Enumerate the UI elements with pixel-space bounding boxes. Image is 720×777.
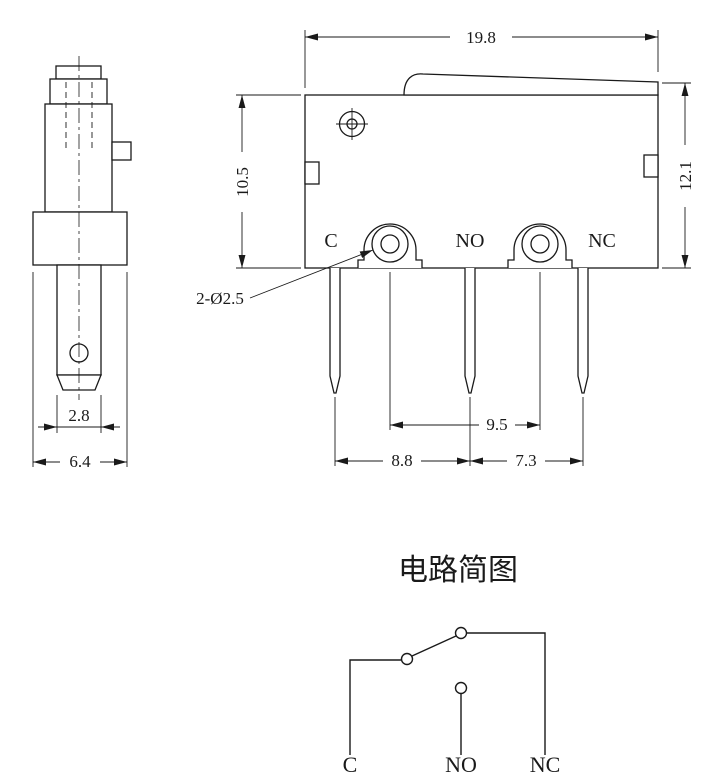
side-notch-right	[643, 154, 659, 178]
lever-arm	[403, 73, 659, 96]
circuit-label-c: C	[343, 752, 358, 777]
dimension-value: 9.5	[486, 415, 507, 434]
dimension-terminal-width: 2.8	[38, 395, 120, 433]
terminal-c-label: C	[324, 230, 337, 252]
no-contact	[454, 681, 468, 695]
rivet-c-hole	[380, 234, 400, 254]
terminal-no-label: NO	[456, 230, 485, 252]
dimension-value: 19.8	[466, 28, 496, 47]
circuit-diagram: 电路简图 C NO NC	[343, 554, 561, 777]
pin-normally-closed	[577, 268, 589, 394]
switch-body-side	[44, 103, 113, 213]
dimension-pin-spacing-right: 7.3	[470, 397, 584, 470]
plunger-cap	[55, 65, 102, 80]
side-notch-left	[304, 161, 320, 185]
dimension-value: 10.5	[233, 167, 252, 197]
dimension-overall-width: 19.8	[304, 28, 659, 88]
plunger-neck	[49, 78, 108, 105]
leader-line	[249, 249, 374, 299]
dimension-value: 8.8	[391, 451, 412, 470]
pin-normally-open	[464, 268, 476, 394]
wire-nc	[467, 632, 546, 755]
switch-base-side	[32, 211, 128, 266]
terminal-nc-label: NC	[588, 230, 616, 252]
front-view: C NO NC 19.8 10.5 12.1 2-Ø2.5	[196, 28, 695, 470]
pivot-contact	[400, 652, 414, 666]
circuit-title: 电路简图	[398, 554, 518, 587]
dimension-value: 2.8	[68, 406, 89, 425]
circuit-label-no: NO	[445, 752, 477, 777]
lever-hinge-tab	[111, 141, 132, 161]
dimension-overall-height: 12.1	[662, 82, 695, 269]
callout-text: 2-Ø2.5	[196, 289, 244, 308]
hole-callout: 2-Ø2.5	[196, 249, 374, 308]
nc-contact	[454, 626, 468, 640]
dimension-value: 6.4	[69, 452, 91, 471]
side-view: 2.8 6.4	[32, 56, 132, 471]
dimension-rivet-spacing: 9.5	[389, 272, 541, 434]
dimension-pin-spacing-left: 8.8	[334, 397, 471, 470]
pin-common	[329, 268, 341, 394]
dimension-base-width: 6.4	[32, 272, 128, 471]
dimension-value: 7.3	[515, 451, 536, 470]
rivet-no-hole	[530, 234, 550, 254]
dimension-value: 12.1	[676, 161, 695, 191]
circuit-label-nc: NC	[530, 752, 561, 777]
dimension-body-height: 10.5	[233, 94, 301, 269]
switch-blade	[411, 635, 457, 657]
wire-common	[349, 659, 401, 755]
